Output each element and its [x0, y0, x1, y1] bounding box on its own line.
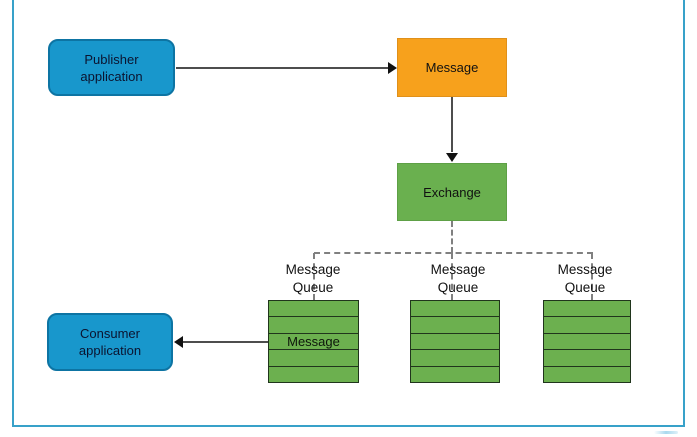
queue-slot — [544, 350, 630, 367]
queue-2-label-line2: Queue — [437, 280, 479, 295]
arrowhead-down-icon — [446, 153, 458, 162]
arrowhead-left-icon — [174, 336, 183, 348]
queue-slot — [269, 350, 358, 367]
queue-slot — [544, 367, 630, 382]
queue-slot — [544, 334, 630, 351]
queue-slot — [411, 334, 499, 351]
frame-border-bottom — [12, 425, 685, 427]
dashed-drop-queue-1 — [313, 253, 315, 300]
queue-1-label-line2: Queue — [292, 280, 334, 295]
queue-slot — [411, 301, 499, 318]
queue-slot — [411, 317, 499, 334]
arrowhead-right-icon — [388, 62, 397, 74]
queue-to-consumer-arrow-line — [183, 341, 268, 343]
queue-slot — [269, 367, 358, 382]
queue-slot — [269, 301, 358, 318]
dashed-bus-line — [314, 252, 593, 254]
queue-3-label-line2: Queue — [564, 280, 606, 295]
message-label: Message — [425, 60, 479, 75]
dashed-drop-queue-2 — [451, 253, 453, 300]
message-to-exchange-arrow-line — [451, 97, 453, 152]
consumer-label-line1: Consumer — [80, 326, 140, 341]
consumer-label-line2: application — [78, 343, 142, 358]
message-queue-1: Message — [268, 300, 359, 383]
queue-1-label: Message Queue — [263, 261, 363, 297]
queued-message-label: Message — [287, 334, 340, 350]
consumer-application-node: Consumer application — [47, 313, 173, 371]
queue-2-label-line1: Message — [430, 262, 486, 277]
dashed-drop-queue-3 — [591, 253, 593, 300]
queue-slot — [269, 317, 358, 334]
queue-slot — [544, 301, 630, 318]
exchange-label: Exchange — [423, 184, 481, 200]
queue-2-label: Message Queue — [408, 261, 508, 297]
queue-slot — [411, 350, 499, 367]
publisher-label-line1: Publisher — [84, 51, 139, 67]
queue-slot — [411, 367, 499, 382]
publisher-application-node: Publisher application — [48, 39, 175, 96]
queue-1-label-line1: Message — [285, 262, 341, 277]
exchange-node: Exchange — [397, 163, 507, 221]
queue-3-label: Message Queue — [535, 261, 635, 297]
message-queue-3 — [543, 300, 631, 383]
frame-border-right — [683, 0, 685, 426]
publisher-to-message-arrow-line — [176, 67, 389, 69]
message-node: Message — [397, 38, 507, 97]
frame-border-left — [12, 0, 14, 426]
message-queue-2 — [410, 300, 500, 383]
publisher-label-line2: application — [80, 68, 143, 84]
queue-slot-message: Message — [269, 334, 358, 351]
exchange-dashed-drop-line — [451, 221, 453, 253]
render-artifact — [654, 431, 678, 434]
queue-slot — [544, 317, 630, 334]
queue-3-label-line1: Message — [557, 262, 613, 277]
